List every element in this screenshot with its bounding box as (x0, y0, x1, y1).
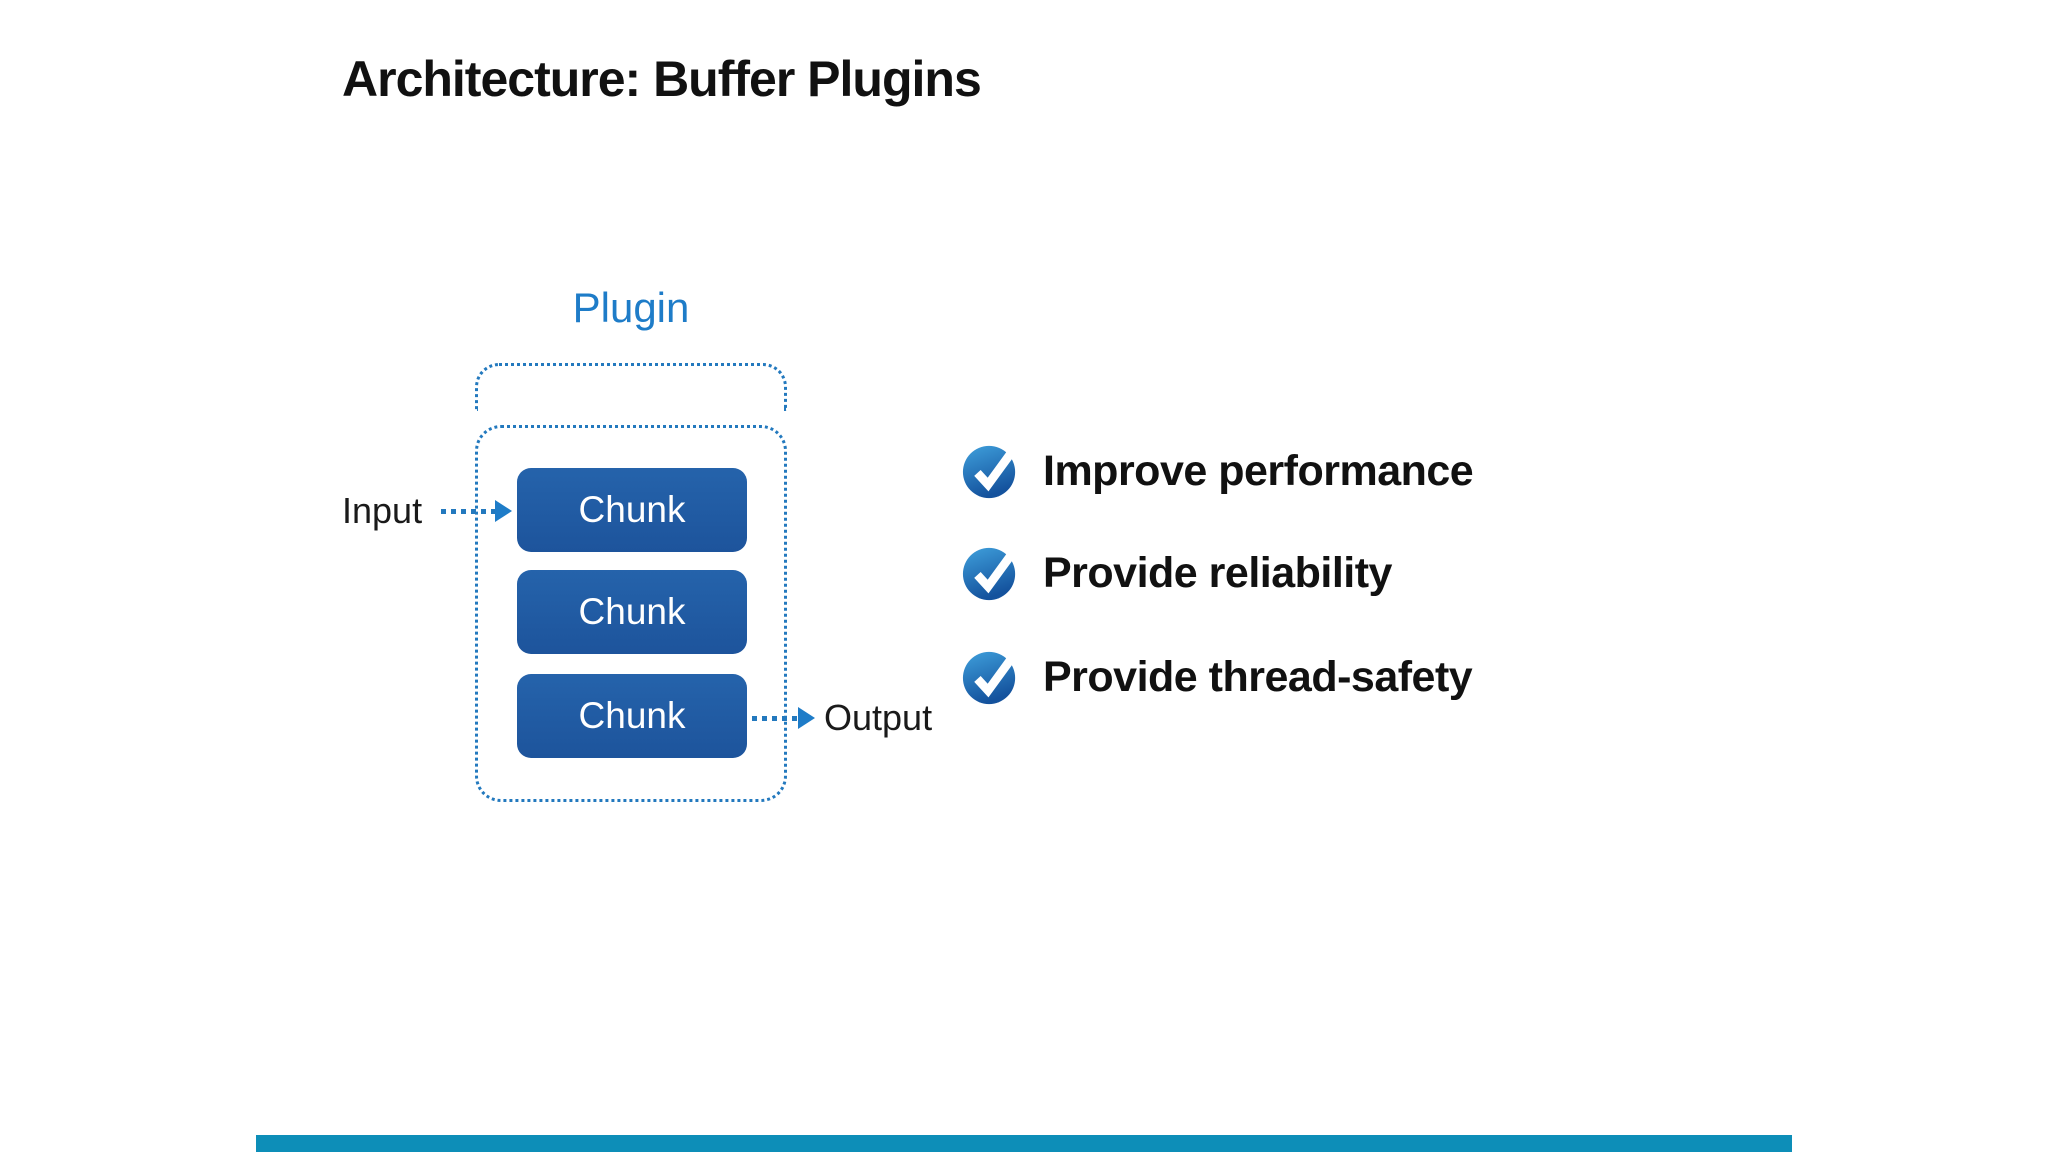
checklist-item-label: Improve performance (1043, 446, 1474, 495)
checklist-item: Improve performance (961, 442, 1474, 500)
chunk-box: Chunk (517, 570, 747, 654)
checklist-item: Provide thread-safety (961, 648, 1473, 706)
plugin-label: Plugin (572, 284, 690, 331)
arrow-head-icon (798, 707, 815, 729)
dotted-arrow-right-icon (752, 715, 798, 721)
chunk-box: Chunk (517, 468, 747, 552)
checklist-item-label: Provide reliability (1043, 548, 1392, 597)
input-label: Input (342, 490, 423, 531)
check-badge-icon (962, 445, 1016, 499)
output-label: Output (824, 697, 933, 738)
check-badge-icon (962, 547, 1016, 601)
output-flow: Output (752, 697, 932, 739)
slide-footer-bar (256, 1135, 1792, 1152)
chunk-box: Chunk (517, 674, 747, 758)
page-title: Architecture: Buffer Plugins (342, 51, 982, 107)
plugin-stack-ghost-box (475, 363, 787, 411)
checklist-item-label: Provide thread-safety (1043, 652, 1473, 701)
arrow-head-icon (495, 500, 513, 522)
input-flow: Input (342, 490, 513, 532)
check-badge-icon (962, 651, 1016, 705)
dotted-arrow-right-icon (441, 508, 496, 514)
checklist-item: Provide reliability (961, 544, 1392, 602)
